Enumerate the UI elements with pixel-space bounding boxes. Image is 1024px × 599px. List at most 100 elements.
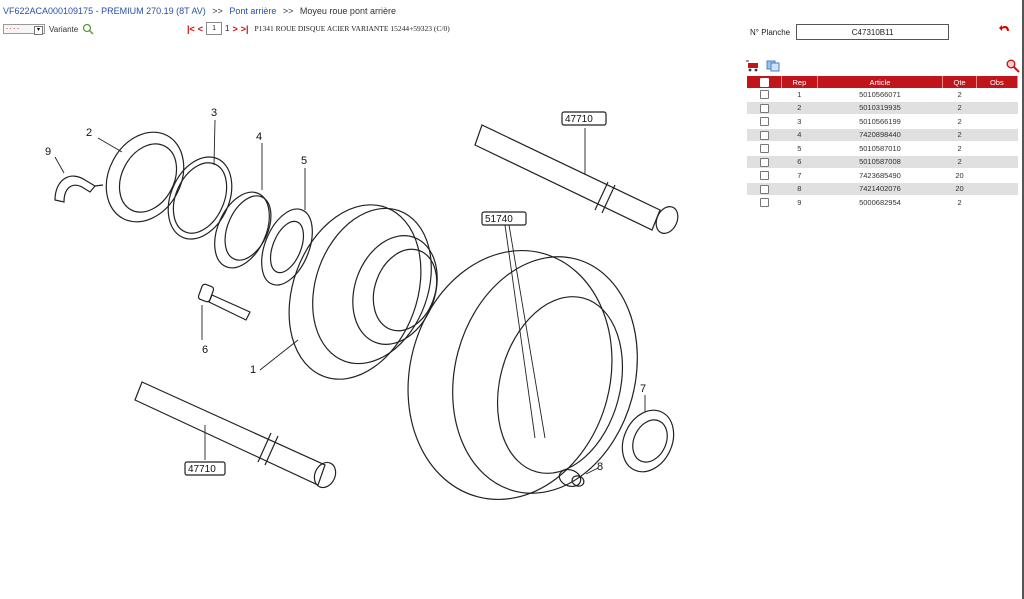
part-4-ring[interactable] [204, 184, 280, 277]
variant-select-value: - - - - [6, 26, 19, 32]
search-variant-icon[interactable] [82, 23, 94, 35]
row-select-cell[interactable] [747, 195, 782, 210]
callout-label-2[interactable]: 2 [86, 127, 92, 139]
callout-label-1[interactable]: 1 [250, 364, 256, 376]
cell-qte: 2 [942, 114, 977, 129]
cell-article: 5010566199 [817, 114, 943, 129]
row-select-cell[interactable] [747, 88, 782, 102]
callout-label-3[interactable]: 3 [211, 107, 217, 119]
cell-rep: 8 [781, 182, 817, 196]
prev-page-button[interactable]: < [197, 23, 204, 34]
cell-rep: 5 [781, 141, 817, 156]
page-navigation: |< < 1 1 > >| P1341 ROUE DISQUE ACIER VA… [187, 22, 450, 35]
zoom-icon[interactable] [1006, 59, 1020, 73]
cell-obs [976, 101, 1018, 115]
callout-label-6[interactable]: 6 [202, 344, 208, 356]
part-5-bearing[interactable] [252, 202, 323, 293]
part-9-hose[interactable] [54, 175, 104, 203]
cell-article: 5010566071 [817, 88, 943, 102]
drive-shaft-lower[interactable] [134, 381, 340, 491]
ref-label-51740[interactable]: 51740 [485, 214, 513, 225]
callout-label-9[interactable]: 9 [45, 146, 51, 158]
callout-label-5[interactable]: 5 [301, 155, 307, 167]
row-select-cell[interactable] [747, 182, 782, 196]
cell-article: 5010587010 [817, 141, 943, 156]
planche-input[interactable]: C47310B11 [796, 24, 950, 40]
row-select-cell[interactable] [747, 155, 782, 169]
column-header-qte[interactable]: Qte [942, 76, 977, 88]
part-3-ring[interactable] [156, 147, 244, 249]
part-7-bolt[interactable] [197, 283, 251, 321]
table-toolbar [746, 60, 780, 72]
select-all-checkbox[interactable] [759, 77, 769, 87]
cell-article: 5000682954 [817, 195, 943, 210]
cell-obs [976, 182, 1018, 196]
breadcrumb: VF622ACA000109175 - PREMIUM 270.19 (8T A… [3, 6, 396, 16]
row-checkbox[interactable] [759, 90, 769, 99]
next-page-button[interactable]: > [232, 23, 238, 34]
undo-icon[interactable] [999, 23, 1011, 33]
column-header-article[interactable]: Article [817, 76, 944, 88]
cell-rep: 4 [781, 128, 817, 142]
part-1-hub[interactable] [266, 186, 452, 398]
row-select-cell[interactable] [747, 114, 782, 129]
cell-rep: 3 [781, 114, 817, 129]
row-checkbox[interactable] [759, 157, 769, 167]
last-page-button[interactable]: >| [240, 23, 249, 34]
variant-select[interactable]: - - - - ▾ [3, 24, 45, 35]
row-select-cell[interactable] [747, 128, 782, 142]
callout-label-7[interactable]: 7 [640, 383, 646, 395]
select-all-header[interactable] [747, 76, 783, 88]
part-2-cover[interactable] [91, 119, 199, 236]
callout-leader-lines [54, 119, 646, 475]
drive-shaft-upper[interactable] [474, 124, 682, 237]
cell-qte: 2 [942, 101, 977, 115]
row-checkbox[interactable] [759, 184, 769, 194]
first-page-button[interactable]: |< [187, 23, 195, 34]
row-checkbox[interactable] [759, 144, 769, 153]
cell-article: 5010319935 [817, 101, 943, 115]
cell-qte: 2 [942, 155, 977, 169]
part-6-seal[interactable] [613, 402, 684, 480]
part-8-nut[interactable] [557, 467, 585, 490]
row-select-cell[interactable] [747, 168, 782, 183]
copy-icon[interactable] [766, 60, 780, 72]
row-checkbox[interactable] [759, 117, 769, 126]
cart-icon[interactable] [746, 60, 760, 72]
row-checkbox[interactable] [759, 103, 769, 113]
page-input[interactable]: 1 [206, 22, 223, 35]
cell-qte: 2 [942, 195, 977, 210]
column-header-rep[interactable]: Rep [781, 76, 818, 88]
plate-title: P1341 ROUE DISQUE ACIER VARIANTE 15244+5… [254, 24, 450, 33]
cell-obs [976, 114, 1018, 129]
brake-drum[interactable] [381, 227, 663, 522]
exploded-parts-diagram: 1 2 3 4 5 6 7 8 9 47710 51740 47710 [45, 107, 684, 522]
row-checkbox[interactable] [759, 171, 769, 180]
row-select-cell[interactable] [747, 141, 782, 156]
row-checkbox[interactable] [759, 130, 769, 140]
cell-obs [976, 195, 1018, 210]
row-checkbox[interactable] [759, 198, 769, 207]
breadcrumb-section-link[interactable]: Pont arrière [229, 6, 277, 16]
callout-label-4[interactable]: 4 [256, 131, 262, 143]
variant-label: Variante [49, 24, 79, 34]
table-header-row: Rep Article Qte Obs [747, 76, 1019, 88]
cell-qte: 2 [942, 141, 977, 156]
ref-label-47710[interactable]: 47710 [565, 114, 593, 125]
cell-article: 5010587008 [817, 155, 943, 169]
callout-label-8[interactable]: 8 [597, 461, 603, 473]
column-header-obs[interactable]: Obs [976, 76, 1019, 88]
ref-label-47710[interactable]: 47710 [188, 464, 216, 475]
breadcrumb-vehicle-link[interactable]: VF622ACA000109175 - PREMIUM 270.19 (8T A… [3, 6, 206, 16]
row-select-cell[interactable] [747, 101, 782, 115]
